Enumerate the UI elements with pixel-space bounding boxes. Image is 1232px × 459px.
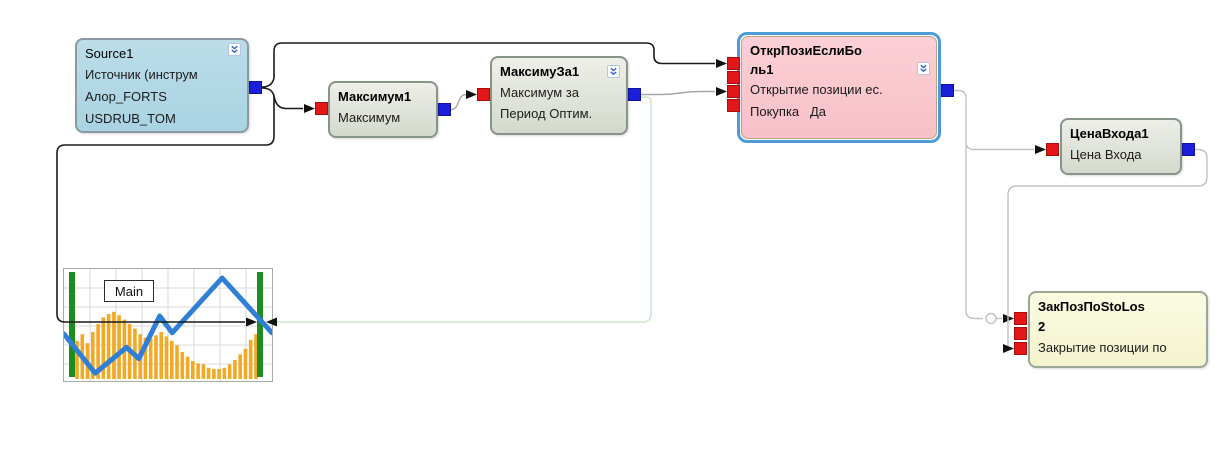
node-title: Source1	[85, 46, 134, 61]
node-title: ЗакПозПоStoLos	[1038, 299, 1145, 314]
input-port[interactable]	[1014, 342, 1027, 355]
node-title: Максимум1	[338, 89, 412, 104]
collapse-chevron-icon[interactable]	[607, 65, 620, 78]
node-line: Покупка Да	[750, 104, 827, 119]
node-line: Источник (инструм	[85, 67, 198, 82]
wire-source-to-openpos[interactable]	[261, 42, 715, 88]
node-line: Максимум за	[500, 85, 579, 100]
wire-max1-to-maxza[interactable]	[450, 93, 467, 111]
node-line: Период Оптим.	[500, 106, 593, 121]
arrowhead	[466, 90, 477, 99]
wire-entryprice-to-closepos[interactable]	[1007, 148, 1208, 349]
output-port[interactable]	[1182, 143, 1195, 156]
input-port[interactable]	[1046, 143, 1059, 156]
mini-chart-svg	[64, 269, 272, 381]
wire-maxza-to-openpos[interactable]	[641, 90, 715, 96]
arrowhead	[1035, 145, 1046, 154]
chart-pane-main[interactable]: Main	[63, 268, 273, 382]
node-title: ЦенаВхода1	[1070, 126, 1149, 141]
node-title: ль1	[750, 62, 774, 77]
input-port[interactable]	[727, 99, 740, 112]
wire-loop	[985, 312, 997, 325]
wire-source-to-chart[interactable]	[56, 96, 275, 323]
node-line: Максимум	[338, 110, 401, 125]
collapse-chevron-icon[interactable]	[228, 43, 241, 56]
pane-label: Main	[104, 280, 154, 302]
wire-openpos-to-closepos[interactable]	[965, 145, 983, 320]
node-line: Открытие позиции ес.	[750, 82, 883, 97]
input-port[interactable]	[727, 57, 740, 70]
node-line: Алор_FORTS	[85, 89, 167, 104]
node-open-position-if-greater[interactable]: ОткрПозиЕслиБо ль1 Открытие позиции ес. …	[737, 32, 941, 143]
output-port[interactable]	[249, 81, 262, 94]
node-close-position-stoploss2[interactable]: ЗакПозПоStoLos 2 Закрытие позиции по	[1028, 291, 1208, 368]
input-port[interactable]	[727, 85, 740, 98]
wire-maxza-to-chart[interactable]	[277, 96, 652, 323]
input-port[interactable]	[727, 71, 740, 84]
output-port[interactable]	[438, 103, 451, 116]
node-title: 2	[1038, 319, 1046, 334]
node-title: ОткрПозиЕслиБо	[750, 43, 862, 58]
output-port[interactable]	[628, 88, 641, 101]
input-port[interactable]	[315, 102, 328, 115]
wire-openpos-to-entryprice[interactable]	[954, 89, 1034, 151]
node-title: МаксимуЗа1	[500, 64, 580, 79]
node-maximum1[interactable]: Максимум1 Максимум	[328, 81, 438, 138]
arrowhead	[304, 104, 315, 113]
input-port[interactable]	[477, 88, 490, 101]
node-source1[interactable]: Source1 Источник (инструм Алор_FORTS USD…	[75, 38, 249, 133]
wire-source-to-max1[interactable]	[261, 87, 303, 110]
collapse-chevron-icon[interactable]	[917, 62, 930, 75]
node-line: Закрытие позиции по	[1038, 340, 1167, 355]
arrowhead	[716, 59, 727, 68]
node-line: USDRUB_TOM	[85, 111, 176, 126]
node-maximum-za-period1[interactable]: МаксимуЗа1 Максимум за Период Оптим.	[490, 56, 628, 135]
input-port[interactable]	[1014, 312, 1027, 325]
input-port[interactable]	[1014, 327, 1027, 340]
node-entry-price1[interactable]: ЦенаВхода1 Цена Входа	[1060, 118, 1182, 175]
output-port[interactable]	[941, 84, 954, 97]
arrowhead	[716, 87, 727, 96]
node-line: Цена Входа	[1070, 147, 1142, 162]
